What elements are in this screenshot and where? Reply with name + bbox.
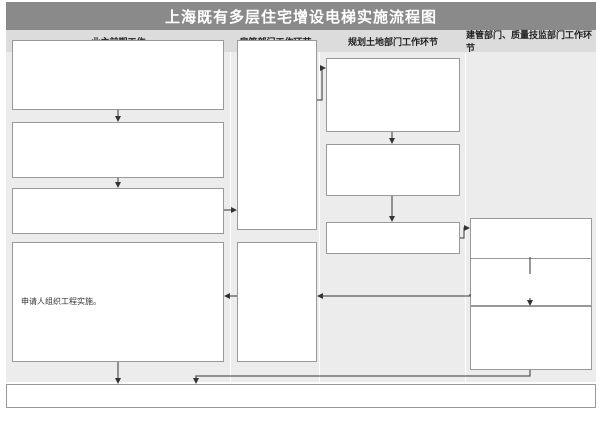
planning-step-design xyxy=(326,144,460,196)
chart-title: 上海既有多层住宅增设电梯实施流程图 xyxy=(6,2,596,30)
owner-step-agreement xyxy=(12,188,224,234)
construction-step-bidding xyxy=(470,258,592,306)
planning-step-planning-review xyxy=(326,58,460,132)
planning-step-permit xyxy=(326,222,460,254)
housing-step-review xyxy=(239,86,315,134)
owner-step-implementation: 申请人组织工程实施。 xyxy=(21,297,101,306)
column-header-construction: 建管部门、质量技监部门工作环节 xyxy=(466,30,596,54)
column-header-planning: 规划土地部门工作环节 xyxy=(320,30,467,52)
housing-step-funding xyxy=(237,242,317,362)
owner-step-application xyxy=(12,40,224,110)
owner-step-implementation-frame xyxy=(12,242,224,362)
owner-step-consensus xyxy=(12,122,224,178)
construction-step-quality xyxy=(470,306,592,370)
footer-note xyxy=(20,414,590,428)
housing-frame-top xyxy=(237,40,317,230)
final-step-acceptance xyxy=(6,384,596,408)
